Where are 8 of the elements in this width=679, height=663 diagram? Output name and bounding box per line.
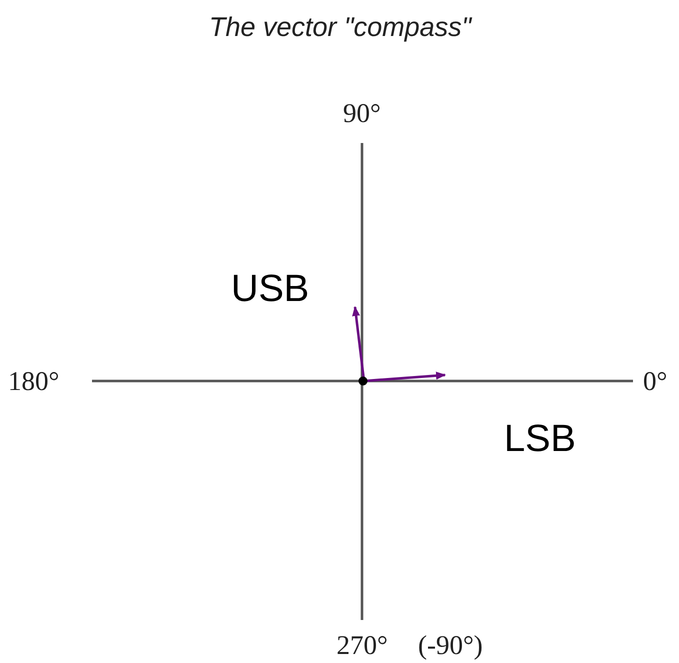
diagram-title: The vector "compass": [209, 14, 472, 41]
sideband-label: USB: [231, 270, 310, 308]
angle-label: 90°: [343, 100, 381, 127]
angle-label: 180°: [8, 368, 60, 395]
angle-label: 0°: [643, 368, 668, 395]
sideband-label: LSB: [504, 420, 576, 458]
angle-label: 270°: [336, 632, 388, 659]
angle-label: (-90°): [418, 632, 483, 659]
